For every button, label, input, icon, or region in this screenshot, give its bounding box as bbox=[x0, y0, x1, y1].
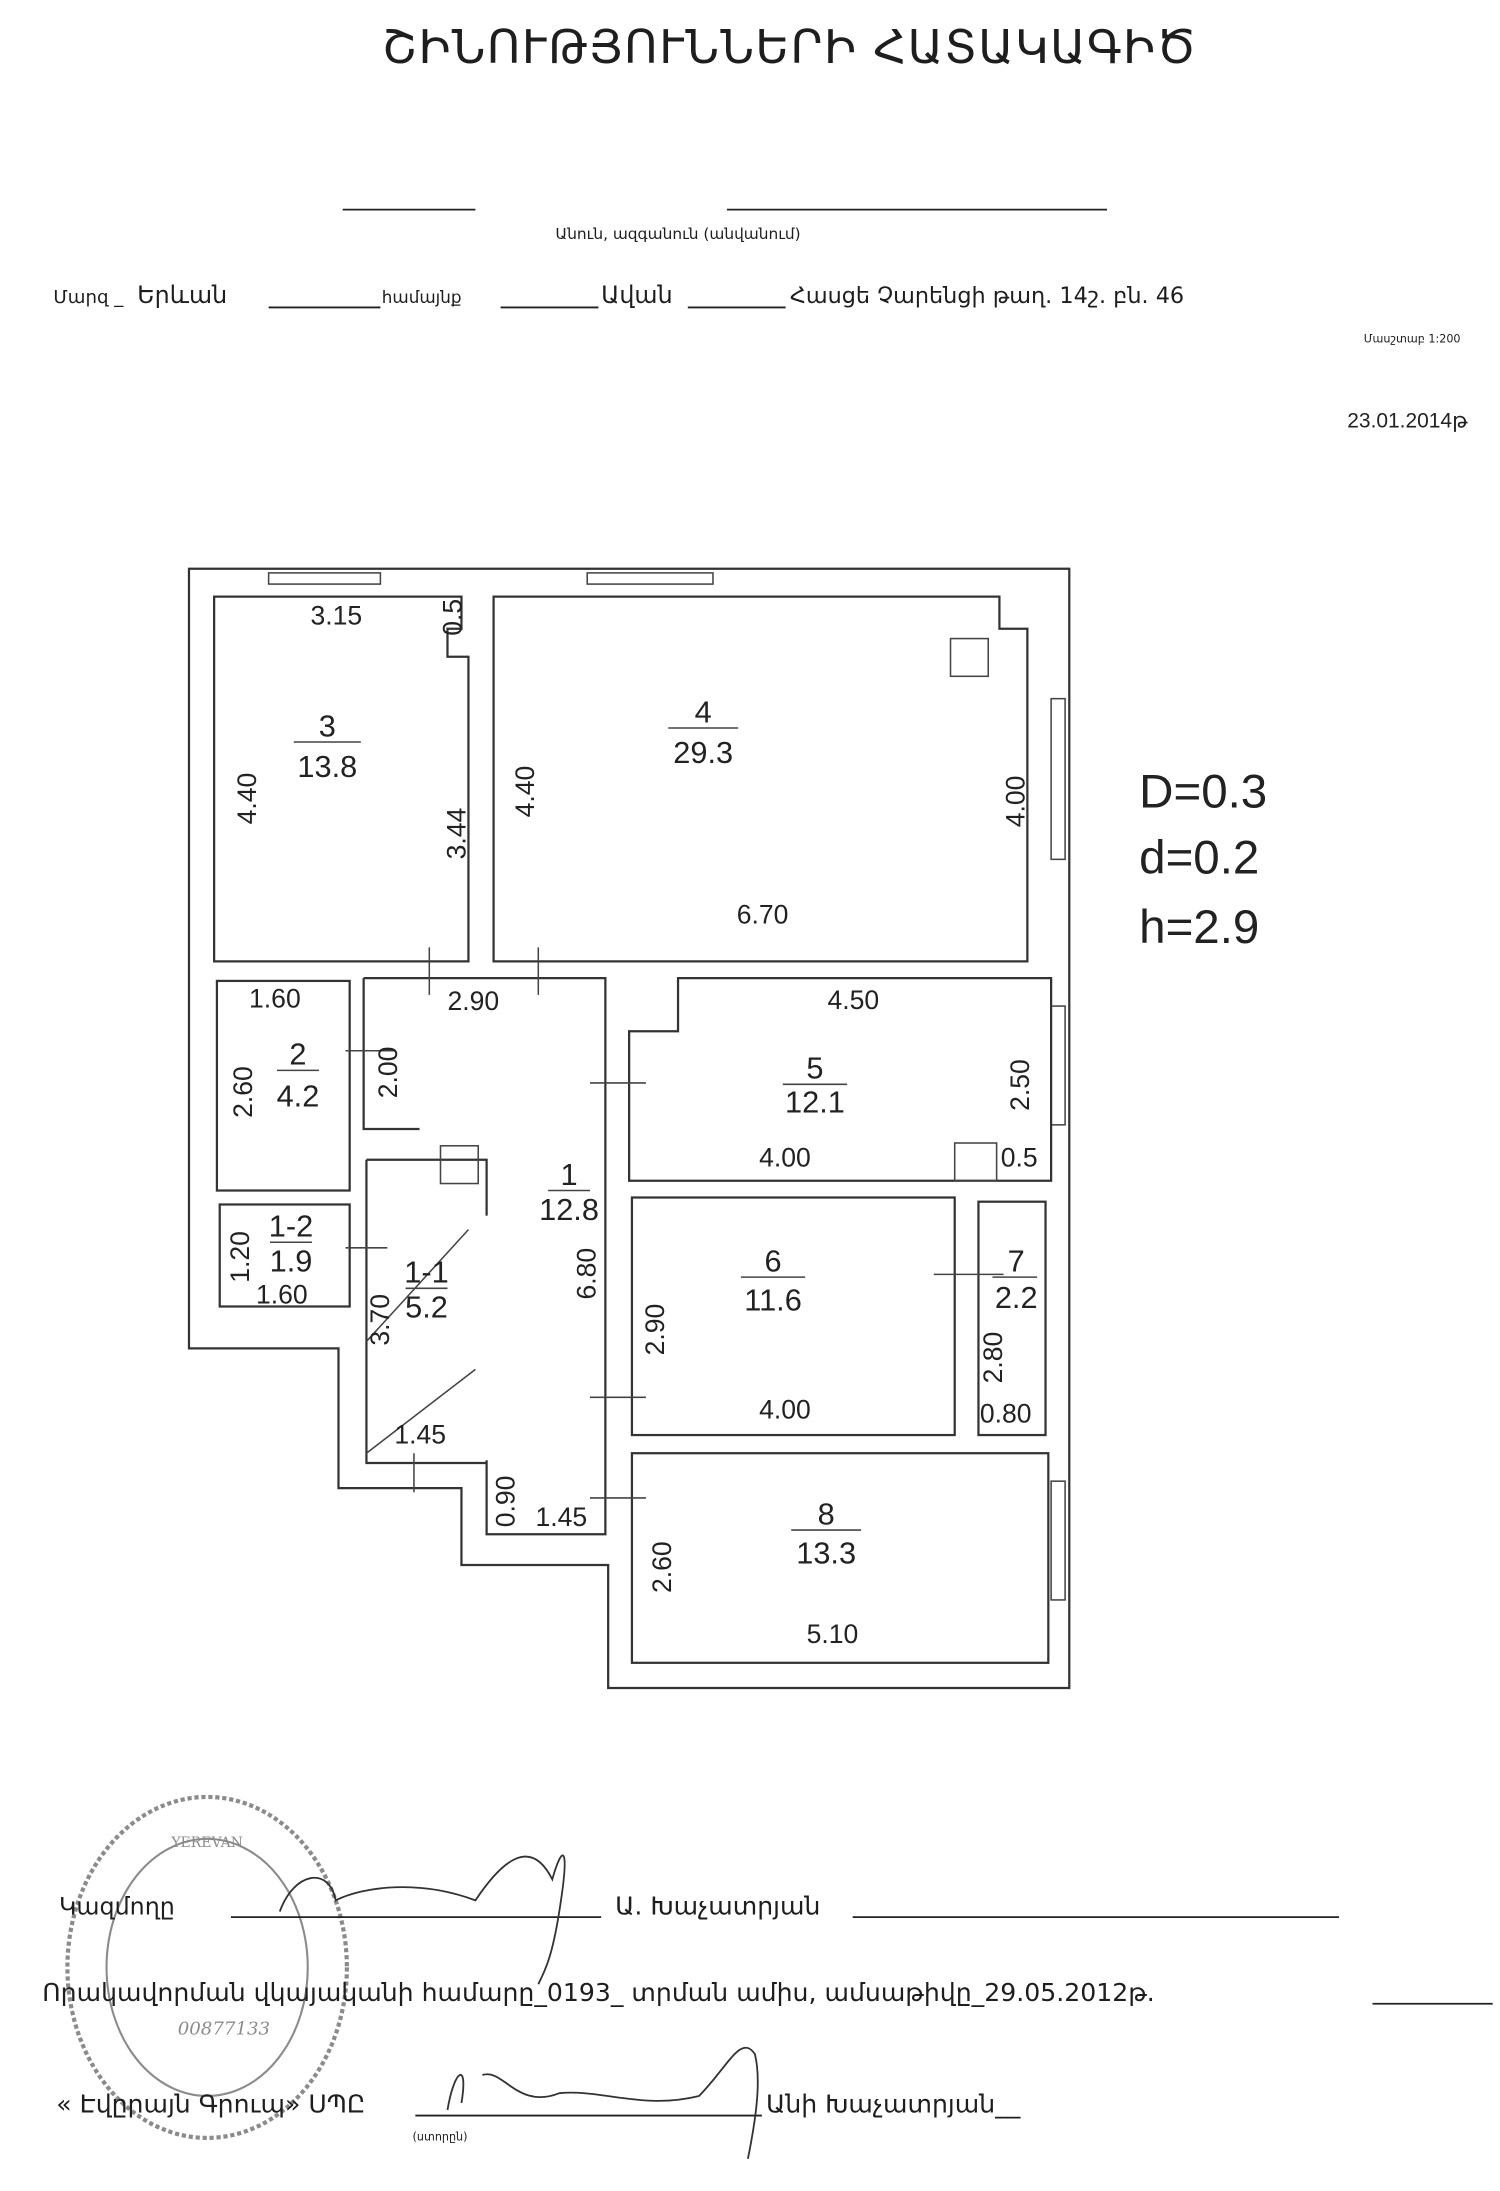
room-1-1 bbox=[365, 1158, 488, 1465]
owner-caption: Անուն, ազգանուն (անվանում) bbox=[555, 225, 800, 243]
room-area: 12.1 bbox=[785, 1084, 845, 1119]
room-6 bbox=[630, 1196, 956, 1437]
dimension: 0.5 bbox=[1001, 1143, 1038, 1173]
room-number: 4 bbox=[695, 694, 712, 729]
dimension: 1.20 bbox=[225, 1231, 255, 1283]
room-number: 8 bbox=[818, 1496, 835, 1531]
dimension: 2.50 bbox=[1005, 1059, 1035, 1111]
dimension: 1.45 bbox=[536, 1502, 588, 1532]
document-title: ՇԻՆՈՒԹՅՈՒՆՆԵՐԻ ՀԱՏԱԿԱԳԻԾ bbox=[382, 20, 1197, 74]
dimension: 2.90 bbox=[640, 1304, 670, 1356]
room-4 bbox=[492, 595, 1029, 963]
stamp-city: YEREVAN bbox=[170, 1835, 243, 1851]
room-5 bbox=[628, 977, 1053, 1182]
dimension: 2.60 bbox=[647, 1541, 677, 1593]
dimension: 4.00 bbox=[759, 1143, 811, 1173]
compiler-signature bbox=[278, 1854, 566, 1985]
dimension: 2.80 bbox=[978, 1332, 1008, 1384]
official-stamp: YEREVAN 00877133 bbox=[65, 1794, 349, 2140]
certificate-line: Որակավորման վկայականի համարը_0193_ տրման… bbox=[42, 1978, 1154, 2007]
company-name: « Էվըրայն Գրուպ» ՍՊԸ bbox=[56, 2090, 365, 2119]
dimension: 6.80 bbox=[572, 1248, 602, 1300]
dimension: 3.44 bbox=[442, 808, 472, 860]
dimension: 1.60 bbox=[249, 983, 301, 1013]
dimension: 2.90 bbox=[447, 986, 499, 1016]
signature-caption: (ստորըն) bbox=[413, 2131, 468, 2144]
dimension: 1.60 bbox=[256, 1280, 308, 1310]
room-area: 1.9 bbox=[270, 1244, 313, 1279]
room-area: 5.2 bbox=[405, 1290, 448, 1325]
region-value: Երևան bbox=[137, 281, 227, 309]
dimension: 6.70 bbox=[737, 900, 789, 930]
dimension: 3.15 bbox=[311, 601, 363, 631]
room-area: 4.2 bbox=[277, 1079, 320, 1114]
chimney-icon bbox=[949, 637, 990, 678]
room-number: 6 bbox=[765, 1244, 782, 1279]
room-area: 13.8 bbox=[297, 749, 357, 784]
room-area: 11.6 bbox=[744, 1283, 802, 1318]
compiler-name: Ա. Խաչատրյան bbox=[615, 1891, 820, 1920]
dimension: 2.60 bbox=[228, 1066, 258, 1118]
outer-wall bbox=[187, 567, 1071, 1690]
dimension: 2.00 bbox=[373, 1047, 403, 1099]
room-7 bbox=[977, 1200, 1047, 1437]
region-label: Մարզ _ bbox=[53, 287, 124, 308]
dimension: 1.45 bbox=[394, 1419, 446, 1449]
room-1-2 bbox=[218, 1203, 351, 1308]
room-area: 29.3 bbox=[673, 735, 733, 770]
param-wall-thin: d=0.2 bbox=[1139, 831, 1259, 884]
room-number: 7 bbox=[1008, 1244, 1025, 1279]
room-2 bbox=[215, 979, 351, 1192]
room-number: 1 bbox=[560, 1157, 577, 1192]
dimension: 0.80 bbox=[980, 1398, 1032, 1428]
param-height: h=2.9 bbox=[1139, 901, 1259, 954]
room-area: 12.8 bbox=[539, 1192, 599, 1227]
dimension: 0.90 bbox=[491, 1476, 521, 1528]
document-date: 23.01.2014թ bbox=[1347, 410, 1468, 433]
room-area: 2.2 bbox=[995, 1280, 1038, 1315]
dimension: 3.70 bbox=[365, 1294, 395, 1346]
address-value: Հասցե Չարենցի թաղ. 14շ. բն. 46 bbox=[790, 283, 1184, 309]
room-area: 13.3 bbox=[796, 1536, 856, 1571]
scale-label: Մասշտաբ 1:200 bbox=[1364, 332, 1461, 345]
room-3 bbox=[213, 595, 470, 963]
room-number: 5 bbox=[806, 1051, 823, 1086]
director-signature bbox=[446, 2046, 759, 2160]
dimension: 4.50 bbox=[828, 985, 880, 1015]
param-wall-thick: D=0.3 bbox=[1139, 766, 1267, 819]
room-number: 3 bbox=[319, 708, 336, 743]
room-number: 1-1 bbox=[404, 1255, 448, 1290]
dimension: 4.00 bbox=[1001, 776, 1031, 828]
room-1 bbox=[362, 977, 607, 1536]
director-name: Անի Խաչատրյան__ bbox=[766, 2090, 1021, 2119]
floor-plan: 1 12.8 1-1 5.2 1-2 1.9 2 4.2 3 13.8 4 29… bbox=[187, 567, 1071, 1690]
room-number: 1-2 bbox=[269, 1209, 313, 1244]
dimension: 4.00 bbox=[759, 1394, 811, 1424]
dimension: 0.5 bbox=[437, 599, 467, 636]
dimension-labels: 3.15 0.5 4.40 3.44 4.40 4.00 6.70 1.60 2… bbox=[225, 599, 1038, 1649]
stamp-number: 00877133 bbox=[178, 2018, 270, 2039]
doors bbox=[345, 947, 1004, 1499]
dimension: 4.40 bbox=[232, 773, 262, 825]
address-line: Մարզ _ Երևան համայնք Ավան Հասցե Չարենցի … bbox=[53, 281, 1184, 309]
community-value: Ավան bbox=[601, 281, 672, 309]
footer: Կազմողը Ա. Խաչատրյան Որակավորման վկայակա… bbox=[42, 1854, 1493, 2160]
community-label: համայնք bbox=[382, 287, 462, 307]
room-labels: 1 12.8 1-1 5.2 1-2 1.9 2 4.2 3 13.8 4 29… bbox=[269, 694, 1038, 1570]
dimension: 5.10 bbox=[807, 1619, 859, 1649]
dimension: 4.40 bbox=[510, 766, 540, 818]
room-8 bbox=[630, 1452, 1050, 1664]
room-number: 2 bbox=[289, 1037, 306, 1072]
compiler-label: Կազմողը bbox=[59, 1892, 175, 1920]
